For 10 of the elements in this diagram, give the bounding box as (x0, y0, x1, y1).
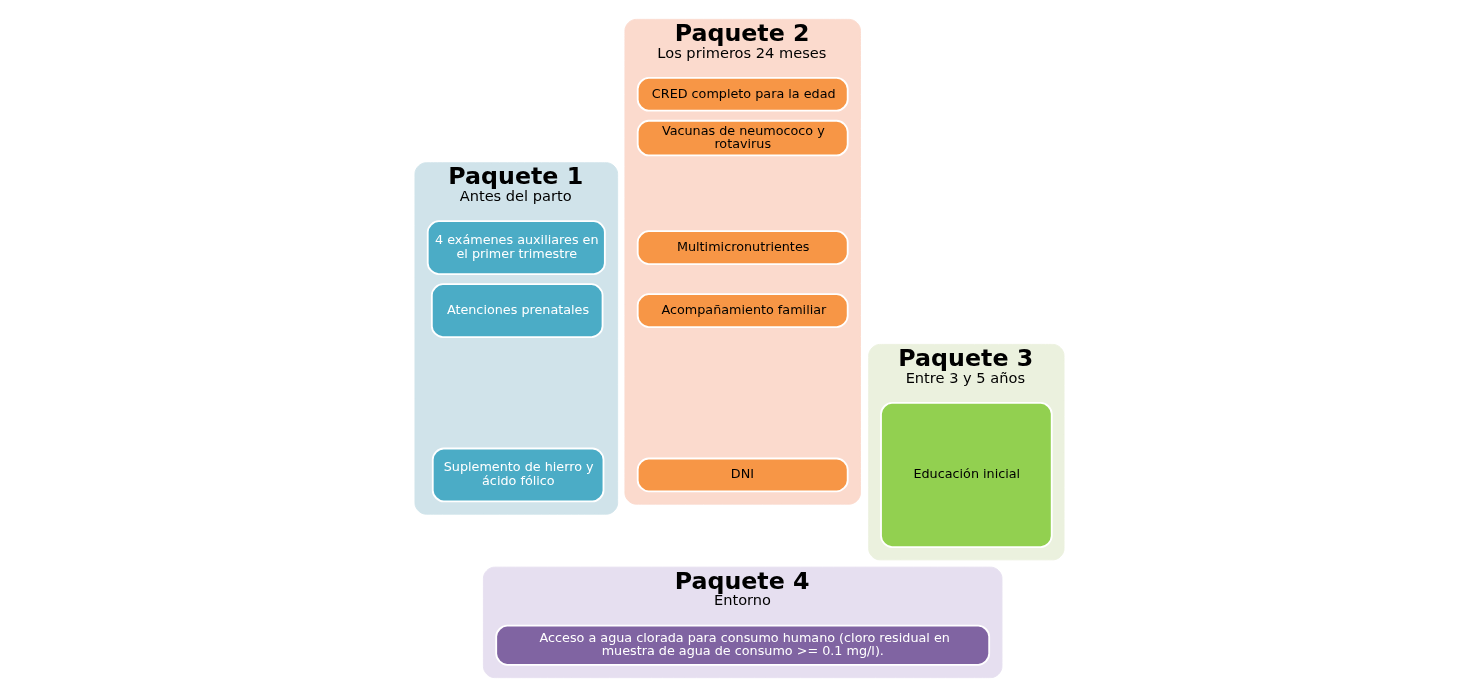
node-box: Vacunas de neumococo y rotavirus (636, 119, 849, 157)
node-box: Educación inicial (879, 401, 1053, 548)
node-box: CRED completo para la edad (636, 76, 849, 112)
node-box: DNI (636, 457, 849, 493)
node-box: Acceso a agua clorada para consumo humano (cloro residual en muestra de agua de consumo >= 0.1 mg/l). (494, 624, 990, 666)
node-box: Atenciones prenatales (430, 283, 603, 338)
node-box: Multimicronutrientes (636, 230, 849, 265)
node-box: Acompañamiento familiar (636, 293, 849, 328)
node-box: 4 exámenes auxiliares en el primer trimestre (426, 220, 606, 275)
node-box: Suplemento de hierro y ácido fólico (431, 447, 604, 503)
